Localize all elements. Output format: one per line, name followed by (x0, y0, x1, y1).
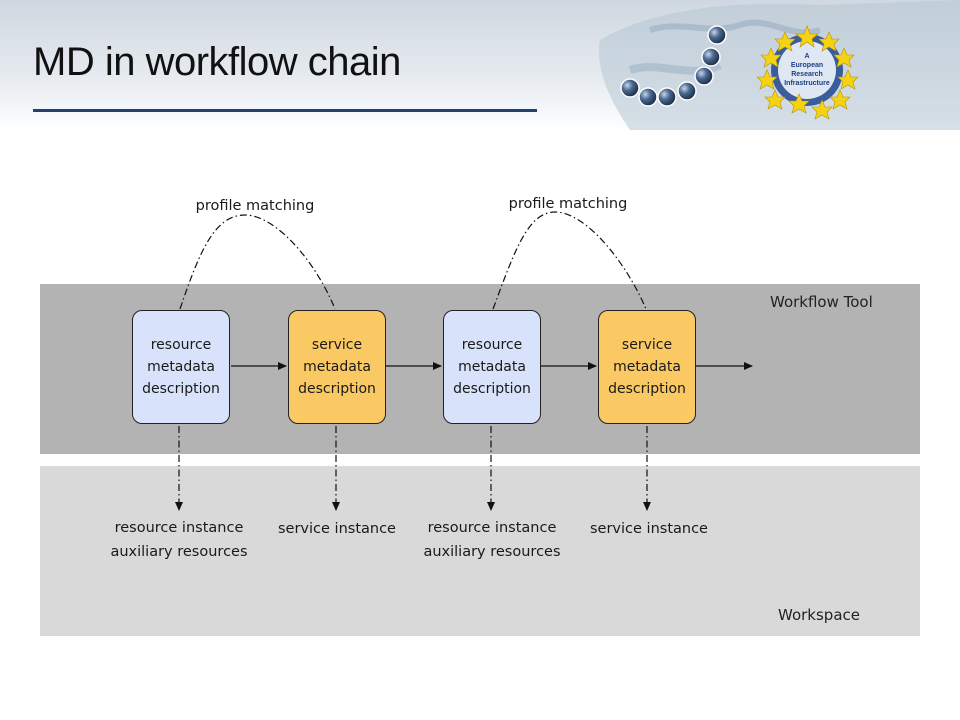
instance-text-line: auxiliary resources (110, 544, 248, 560)
network-dot (677, 81, 697, 101)
network-dots (620, 25, 727, 107)
logo-text-line: European (791, 62, 823, 69)
logo-text-line: Infrastructure (784, 80, 830, 87)
service-metadata-node: service metadata description (288, 310, 386, 424)
profile-matching-label: profile matching (508, 196, 628, 212)
profile-matching-arc (492, 211, 647, 310)
node-text-line: service (311, 337, 363, 353)
resource-metadata-node: resource metadata description (443, 310, 541, 424)
node-text-line: resource (150, 337, 212, 353)
logo-text-line: Research (791, 71, 823, 78)
workspace-band (40, 466, 920, 636)
node-text-line: metadata (303, 359, 371, 375)
network-dot (701, 47, 721, 67)
logo-text-line: A (804, 53, 809, 60)
star-icon (788, 93, 810, 114)
network-dot (657, 87, 677, 107)
page-title: MD in workflow chain (33, 40, 401, 84)
eu-star-ring: A European Research Infrastructure (756, 25, 859, 120)
star-icon (829, 89, 851, 110)
network-dot (694, 66, 714, 86)
workflow-tool-label: Workflow Tool (770, 293, 873, 311)
instance-text-line: resource instance (427, 520, 557, 536)
star-icon (774, 31, 796, 52)
esfri-logo: A European Research Infrastructure (599, 0, 960, 130)
service-metadata-node: service metadata description (598, 310, 696, 424)
star-icon (811, 99, 833, 120)
node-text-line: description (608, 381, 686, 397)
star-icon (833, 47, 855, 68)
star-icon (756, 69, 778, 90)
resource-instance-label: resource instance auxiliary resources (402, 516, 582, 564)
node-text-line: resource (461, 337, 523, 353)
star-icon (760, 47, 782, 68)
star-icon (795, 25, 819, 48)
resource-instance-label: resource instance auxiliary resources (89, 516, 269, 564)
node-text-line: description (298, 381, 376, 397)
node-text-line: metadata (613, 359, 681, 375)
node-text-line: metadata (147, 359, 215, 375)
profile-matching-arc (179, 214, 336, 310)
node-text-line: description (142, 381, 220, 397)
node-text-line: metadata (458, 359, 526, 375)
instance-text-line: auxiliary resources (423, 544, 561, 560)
network-dot (638, 87, 658, 107)
star-icon (837, 69, 859, 90)
network-dot (620, 78, 640, 98)
instance-text-line: resource instance (114, 520, 244, 536)
network-dot (707, 25, 727, 45)
star-icon (764, 89, 786, 110)
star-icon (818, 31, 840, 52)
profile-matching-label: profile matching (195, 198, 315, 214)
node-text-line: service (621, 337, 673, 353)
service-instance-label: service instance (590, 521, 708, 537)
node-text-line: description (453, 381, 531, 397)
service-instance-label: service instance (278, 521, 396, 537)
workspace-label: Workspace (778, 606, 860, 624)
title-underline (33, 109, 537, 112)
resource-metadata-node: resource metadata description (132, 310, 230, 424)
